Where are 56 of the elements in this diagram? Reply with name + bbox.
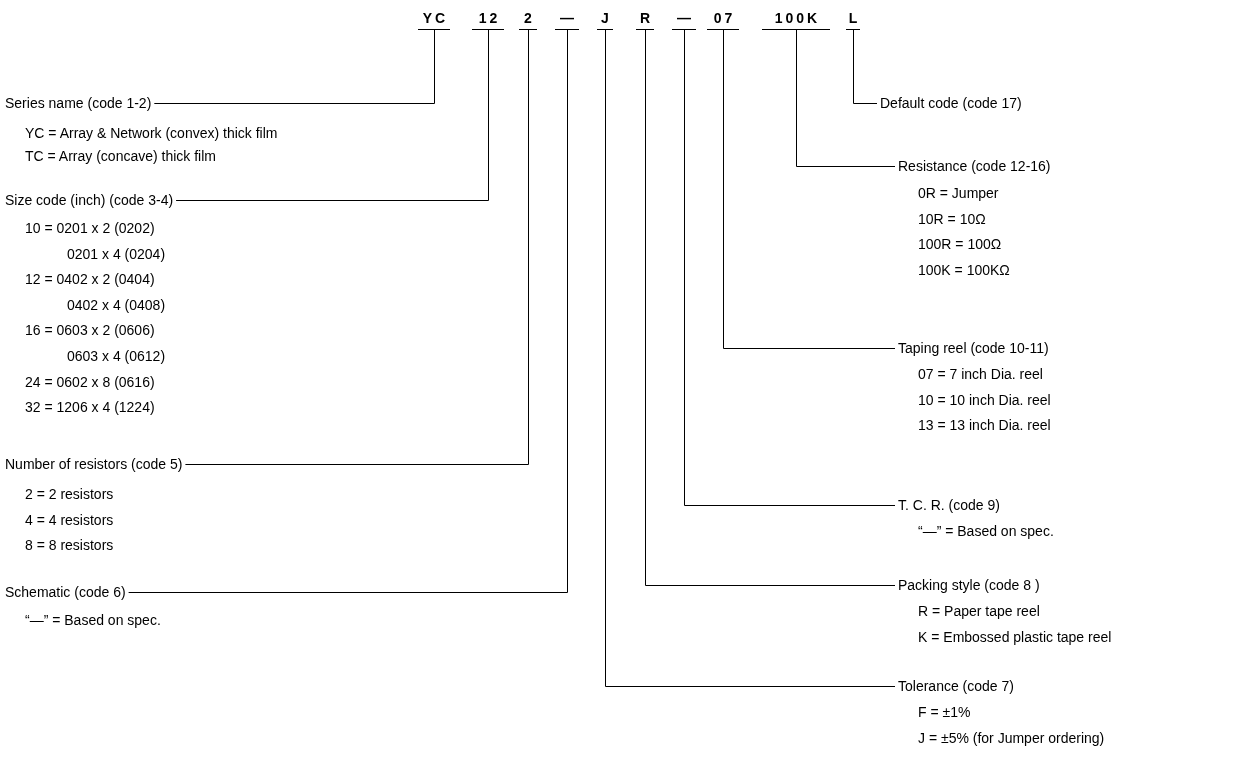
code-option: 16 = 0603 x 2 (0606) xyxy=(25,321,155,340)
code-option: 4 = 4 resistors xyxy=(25,510,114,529)
code-option: 32 = 1206 x 4 (1224) xyxy=(25,398,155,417)
leader-line xyxy=(684,29,896,506)
code-option: F = ±1% xyxy=(918,703,971,721)
code-segment: 100K xyxy=(762,6,830,30)
code-segment: — xyxy=(555,6,579,30)
code-option: 24 = 0602 x 8 (0616) xyxy=(25,372,155,391)
code-option: 10 = 0201 x 2 (0202) xyxy=(25,219,155,237)
leader-line xyxy=(796,29,896,167)
code-option: 2 = 2 resistors xyxy=(25,485,114,503)
code-segment: YC xyxy=(418,6,450,30)
code-segment: J xyxy=(597,6,613,30)
code-segment: L xyxy=(846,6,860,30)
code-segment: 12 xyxy=(472,6,504,30)
code-option: 0201 x 4 (0204) xyxy=(67,244,166,263)
code-option: YC = Array & Network (convex) thick film xyxy=(25,124,278,142)
leader-line xyxy=(853,29,878,104)
code-segment: — xyxy=(672,6,696,30)
code-option: 0R = Jumper xyxy=(918,184,999,202)
code-option: “—” = Based on spec. xyxy=(918,522,1054,540)
field-heading: Schematic (code 6) xyxy=(5,583,126,601)
code-option: K = Embossed plastic tape reel xyxy=(918,627,1112,646)
code-option: J = ±5% (for Jumper ordering) xyxy=(918,728,1105,747)
code-option: 100K = 100KΩ xyxy=(918,260,1010,279)
code-option: 12 = 0402 x 2 (0404) xyxy=(25,270,155,289)
code-option: 13 = 13 inch Dia. reel xyxy=(918,416,1051,435)
code-option: 0402 x 4 (0408) xyxy=(67,295,166,314)
field-heading: Tolerance (code 7) xyxy=(898,677,1014,695)
leader-line xyxy=(605,29,896,687)
code-option: 10 = 10 inch Dia. reel xyxy=(918,390,1051,409)
code-option: TC = Array (concave) thick film xyxy=(25,147,216,165)
leader-line xyxy=(184,29,529,465)
leader-line xyxy=(645,29,896,586)
leader-line xyxy=(128,29,568,593)
code-option: 8 = 8 resistors xyxy=(25,536,114,555)
leader-line xyxy=(175,29,489,201)
code-option: 07 = 7 inch Dia. reel xyxy=(918,365,1043,383)
field-heading: Resistance (code 12-16) xyxy=(898,157,1051,175)
code-option: 10R = 10Ω xyxy=(918,209,986,228)
field-heading: Taping reel (code 10-11) xyxy=(898,339,1049,357)
field-heading: Default code (code 17) xyxy=(880,94,1022,112)
field-heading: Size code (inch) (code 3-4) xyxy=(5,191,174,209)
code-option: 0603 x 4 (0612) xyxy=(67,346,166,365)
code-segment: R xyxy=(636,6,654,30)
field-heading: Series name (code 1-2) xyxy=(5,94,152,112)
field-heading: Number of resistors (code 5) xyxy=(5,455,183,473)
field-heading: T. C. R. (code 9) xyxy=(898,496,1000,514)
code-segment: 2 xyxy=(519,6,537,30)
leader-line xyxy=(153,29,435,104)
field-heading: Packing style (code 8 ) xyxy=(898,576,1040,594)
code-option: 100R = 100Ω xyxy=(918,235,1002,253)
code-segment: 07 xyxy=(707,6,739,30)
code-option: R = Paper tape reel xyxy=(918,602,1040,620)
code-option: “—” = Based on spec. xyxy=(25,611,161,629)
leader-line xyxy=(723,29,896,349)
